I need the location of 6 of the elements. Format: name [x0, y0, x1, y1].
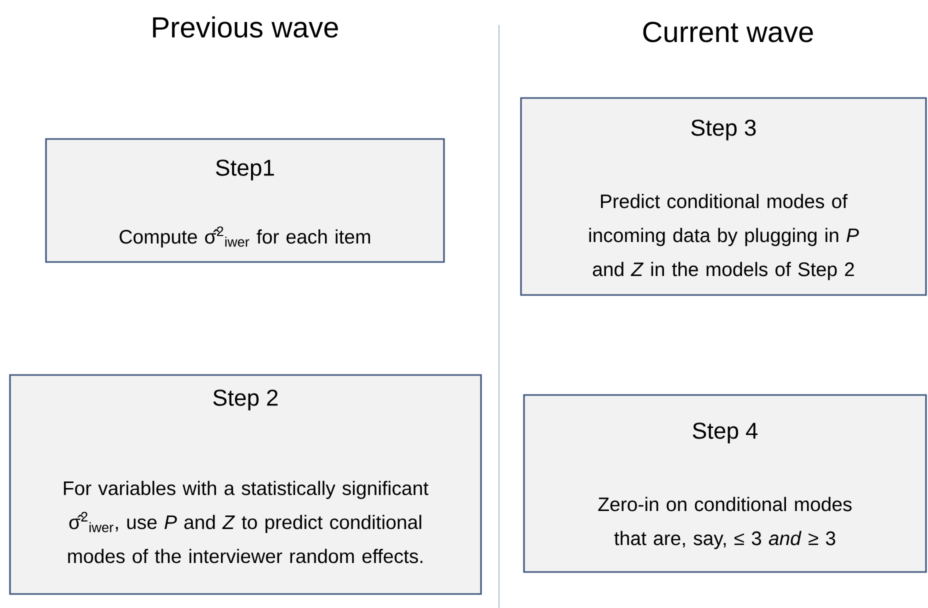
step-box: Step 4 Zero-in on conditional modes that are, say, ≤ 3 and ≥ 3	[523, 394, 927, 573]
step-box: Step1 Compute σ̂$^{2}$$_{iwer}$ for each item	[45, 138, 445, 263]
column-heading: Previous wave	[153, 16, 338, 38]
step-box: Step 2 For variables with a statistically significant σ̂$^{2}$$_{iwer}$, use P and Z to predict conditional modes of the interviewer random effects.	[9, 374, 482, 595]
step-box: Step 3 Predict conditional modes of incoming data by plugging in P and Z in the models of Step 2	[520, 97, 927, 296]
column-heading: Current wave	[643, 22, 813, 42]
